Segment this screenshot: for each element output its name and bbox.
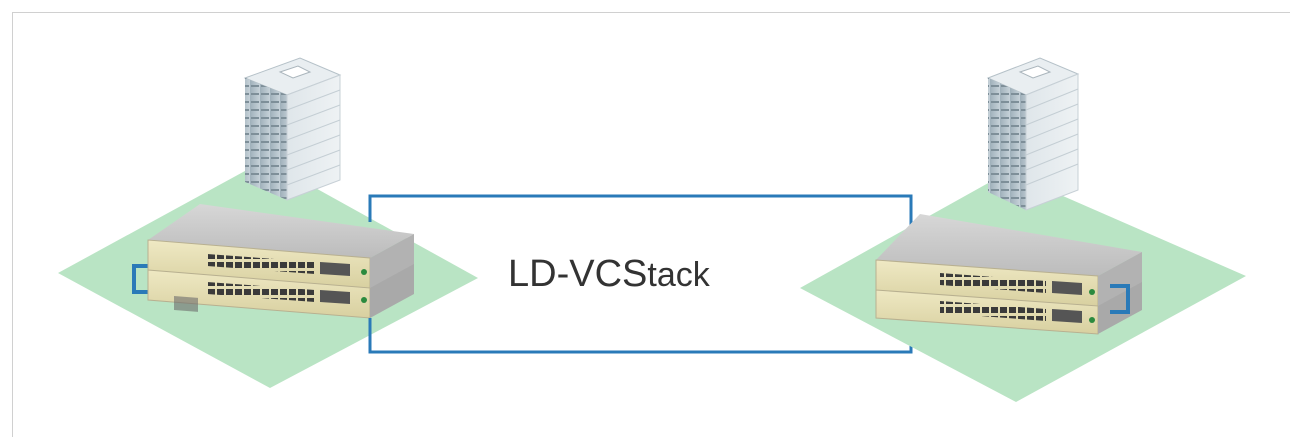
title-acronym: LD-VCS (508, 253, 648, 295)
stack-cable-left (132, 264, 150, 294)
title-suffix: tack (647, 256, 710, 294)
office-building-icon (243, 57, 342, 201)
frame-border-top (12, 12, 1290, 13)
ldvcstack-link-bottom (368, 318, 913, 354)
frame-border-left (12, 12, 13, 437)
site-right (800, 57, 1246, 402)
site-left (58, 57, 478, 388)
network-switch-icon (147, 204, 414, 289)
network-switch-icon (875, 214, 1142, 307)
ldvcstack-link-top (368, 194, 913, 228)
stack-cable-right (1110, 284, 1130, 314)
office-building-icon (986, 57, 1080, 211)
diagram-title: LD-VCStack (508, 253, 710, 296)
